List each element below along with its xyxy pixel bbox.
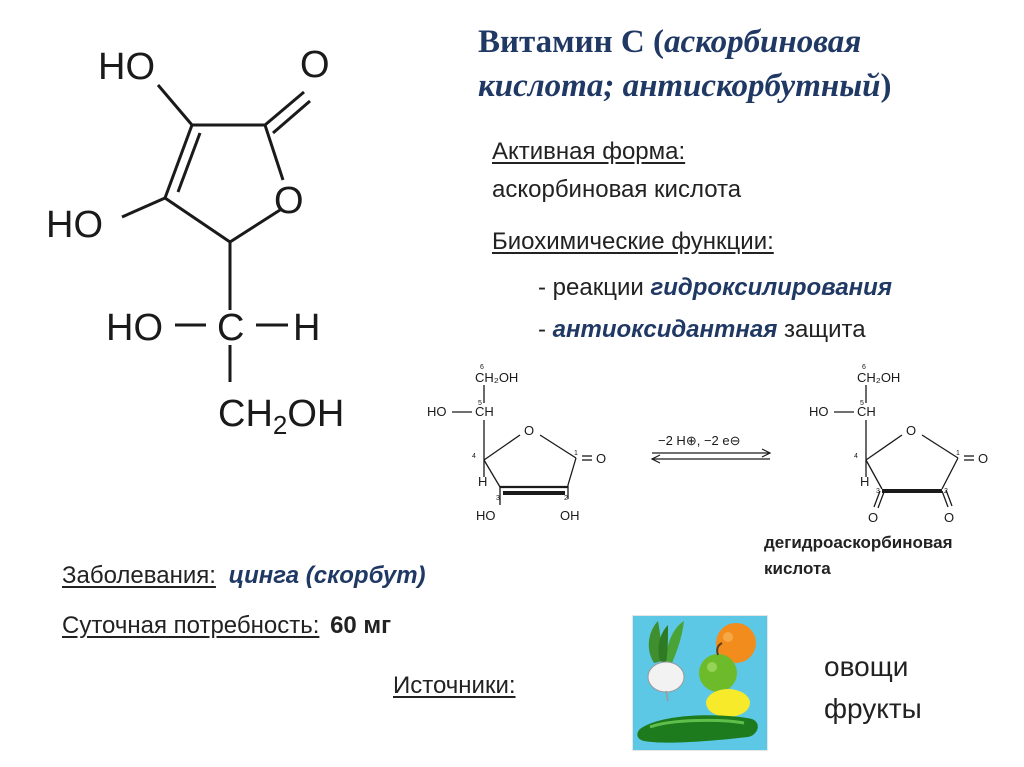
ho-label-3: HO (106, 307, 163, 349)
title-part3: ) (880, 68, 892, 104)
ho-label-2: HO (46, 204, 103, 246)
left-n3: 3 (496, 495, 500, 502)
sources-list: овощи фрукты (824, 646, 922, 730)
radish-icon (647, 661, 685, 693)
right-ch: CH (857, 404, 876, 419)
reaction-scheme: CH₂OH HO CH O O H HO OH 6 5 4 3 2 1 −2 H… (427, 364, 988, 525)
sources-label: Источники: (393, 672, 516, 699)
right-n1: 1 (956, 450, 960, 457)
right-n3: 3 (876, 488, 880, 495)
left-h: H (478, 474, 487, 489)
reactant-ascorbic-acid: CH₂OH HO CH O O H HO OH 6 5 4 3 2 1 (427, 364, 606, 523)
diseases-label: Заболевания: (62, 562, 216, 589)
right-n2: 2 (944, 488, 948, 495)
right-n4: 4 (854, 453, 858, 460)
active-form-label: Активная форма: (492, 138, 686, 165)
ho-label-1: HO (98, 46, 155, 88)
lemon-icon (706, 689, 750, 717)
ascorbic-acid-structure: HO O O HO HO C H CH2OH (46, 44, 344, 440)
product-label-line2: кислота (764, 559, 831, 578)
daily-value: 60 мг (330, 612, 392, 639)
functions-label: Биохимические функции: (492, 228, 774, 255)
daily-requirement-row: Суточная потребность: 60 мг (62, 612, 391, 640)
function-item2-accent: антиоксидантная (552, 316, 778, 343)
right-o-ring: O (906, 423, 916, 438)
left-o-keto: O (596, 451, 606, 466)
product-label-line1: дегидроаскорбиновая (764, 533, 953, 552)
left-o-ring: O (524, 423, 534, 438)
cucumber-icon (637, 715, 758, 743)
function-item-antioxidant: - антиоксидантная защита (538, 316, 866, 344)
source-fruits: фрукты (824, 693, 922, 724)
c-label: C (217, 307, 244, 349)
left-ch2oh: CH₂OH (475, 370, 518, 385)
slide-title: Витамин С (аскорбиновая кислота; антиско… (478, 20, 998, 108)
left-n5: 5 (478, 400, 482, 407)
left-ch: CH (475, 404, 494, 419)
left-oh-b: OH (560, 508, 580, 523)
daily-label: Суточная потребность: (62, 612, 320, 639)
right-n5: 5 (860, 400, 864, 407)
left-ho: HO (427, 404, 447, 419)
radish-leaves-icon (648, 621, 684, 663)
left-n2: 2 (564, 495, 568, 502)
right-ho: HO (809, 404, 829, 419)
source-vegetables: овощи (824, 651, 909, 682)
left-n4: 4 (472, 453, 476, 460)
right-h: H (860, 474, 869, 489)
o-ring-label: O (274, 180, 304, 222)
function-item2-suffix: защита (777, 316, 866, 343)
left-ho-a: HO (476, 508, 496, 523)
arrow-label: −2 H⊕, −2 e⊖ (658, 433, 741, 448)
title-part2: аскорбиновая кислота; антискорбутный (478, 24, 881, 104)
product-dehydroascorbic-acid: CH₂OH HO CH O O H O O 6 5 4 3 2 1 (809, 364, 988, 525)
function-item2-prefix: - (538, 316, 553, 343)
left-n6: 6 (480, 364, 484, 371)
function-item1-prefix: - реакции (538, 274, 651, 301)
diseases-row: Заболевания: цинга (скорбут) (62, 562, 426, 590)
vegetables-fruits-picture (632, 615, 768, 751)
function-item1-accent: гидроксилирования (650, 274, 892, 301)
diseases-value: цинга (скорбут) (228, 562, 426, 589)
right-ch2oh: CH₂OH (857, 370, 900, 385)
product-label: дегидроаскорбиновая кислота (764, 530, 953, 582)
title-part1: Витамин С ( (478, 24, 664, 60)
o-keto-label: O (300, 44, 330, 86)
left-n1: 1 (574, 450, 578, 457)
right-n6: 6 (862, 364, 866, 371)
right-o3: O (868, 510, 878, 525)
active-form-value: аскорбиновая кислота (492, 176, 742, 203)
function-item-hydroxylation: - реакции гидроксилирования (538, 274, 892, 302)
right-o-keto: O (978, 451, 988, 466)
h-label: H (293, 307, 320, 349)
reaction-arrow: −2 H⊕, −2 e⊖ (650, 433, 772, 464)
ch2oh-label: CH2OH (218, 393, 344, 440)
apple-icon (699, 642, 737, 692)
right-o2: O (944, 510, 954, 525)
